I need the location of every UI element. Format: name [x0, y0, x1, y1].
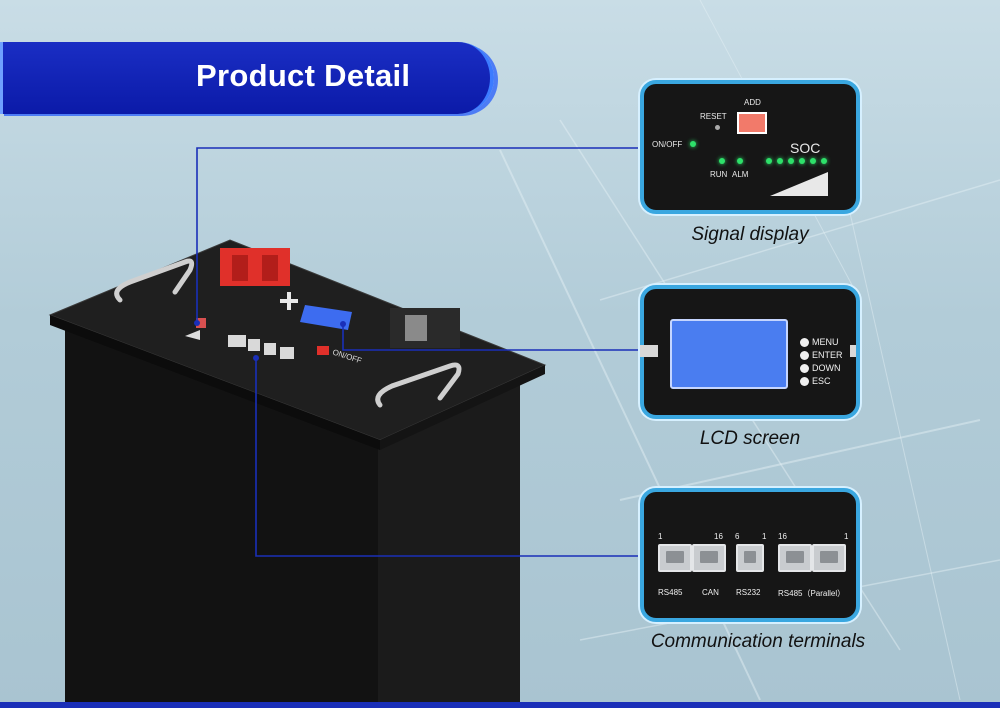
down-button[interactable]: [800, 364, 809, 373]
soc-led-3: [788, 158, 794, 164]
soc-led-1: [766, 158, 772, 164]
soc-led-5: [810, 158, 816, 164]
onoff-led: [690, 141, 696, 147]
communication-panel: 1 16 6 1 16 1 RS485 CAN RS232 RS485（Para…: [640, 488, 860, 622]
enter-label: ENTER: [812, 350, 843, 360]
bottom-bar: [0, 702, 1000, 708]
esc-label: ESC: [812, 376, 831, 386]
enter-button[interactable]: [800, 351, 809, 360]
pin-6-label: 6: [735, 532, 740, 541]
title-banner: [0, 42, 494, 114]
rs485-parallel-port-2[interactable]: [812, 544, 846, 572]
menu-button[interactable]: [800, 338, 809, 347]
menu-label: MENU: [812, 337, 839, 347]
signal-display-panel: RESET ADD ON/OFF SOC RUN ALM: [640, 80, 860, 214]
can-label: CAN: [702, 588, 719, 597]
rs485-label: RS485: [658, 588, 683, 597]
can-port[interactable]: [692, 544, 726, 572]
add-label: ADD: [744, 98, 761, 107]
pin-1c-label: 1: [844, 532, 849, 541]
soc-triangle-icon: [770, 172, 828, 196]
dip-switch[interactable]: [737, 112, 767, 134]
rs232-port[interactable]: [736, 544, 764, 572]
soc-label: SOC: [790, 140, 821, 156]
reset-button[interactable]: [715, 125, 720, 130]
reset-label: RESET: [700, 112, 727, 121]
run-led: [719, 158, 725, 164]
signal-display-caption: Signal display: [691, 224, 809, 245]
esc-button[interactable]: [800, 377, 809, 386]
soc-led-2: [777, 158, 783, 164]
lcd-screen-caption: LCD screen: [699, 428, 801, 449]
soc-led-6: [821, 158, 827, 164]
pin-16b-label: 16: [778, 532, 787, 541]
rs485-port[interactable]: [658, 544, 692, 572]
pin-1-label: 1: [658, 532, 663, 541]
run-label: RUN: [710, 170, 728, 179]
lcd-display: [670, 319, 788, 389]
down-label: DOWN: [812, 363, 841, 373]
onoff-label: ON/OFF: [652, 140, 683, 149]
lcd-side-tab-right: [850, 345, 856, 357]
pin-1b-label: 1: [762, 532, 767, 541]
page-title: Product Detail: [196, 58, 411, 93]
rs485-parallel-port-1[interactable]: [778, 544, 812, 572]
rs232-label: RS232: [736, 588, 761, 597]
alm-label: ALM: [732, 170, 749, 179]
lcd-screen-panel: MENU ENTER DOWN ESC: [640, 285, 860, 419]
soc-led-4: [799, 158, 805, 164]
pin-16-label: 16: [714, 532, 723, 541]
rs485-parallel-label: RS485（Parallel）: [778, 589, 846, 598]
communication-caption: Communication terminals: [650, 631, 866, 652]
lcd-side-tab-left: [640, 345, 658, 357]
alm-led: [737, 158, 743, 164]
